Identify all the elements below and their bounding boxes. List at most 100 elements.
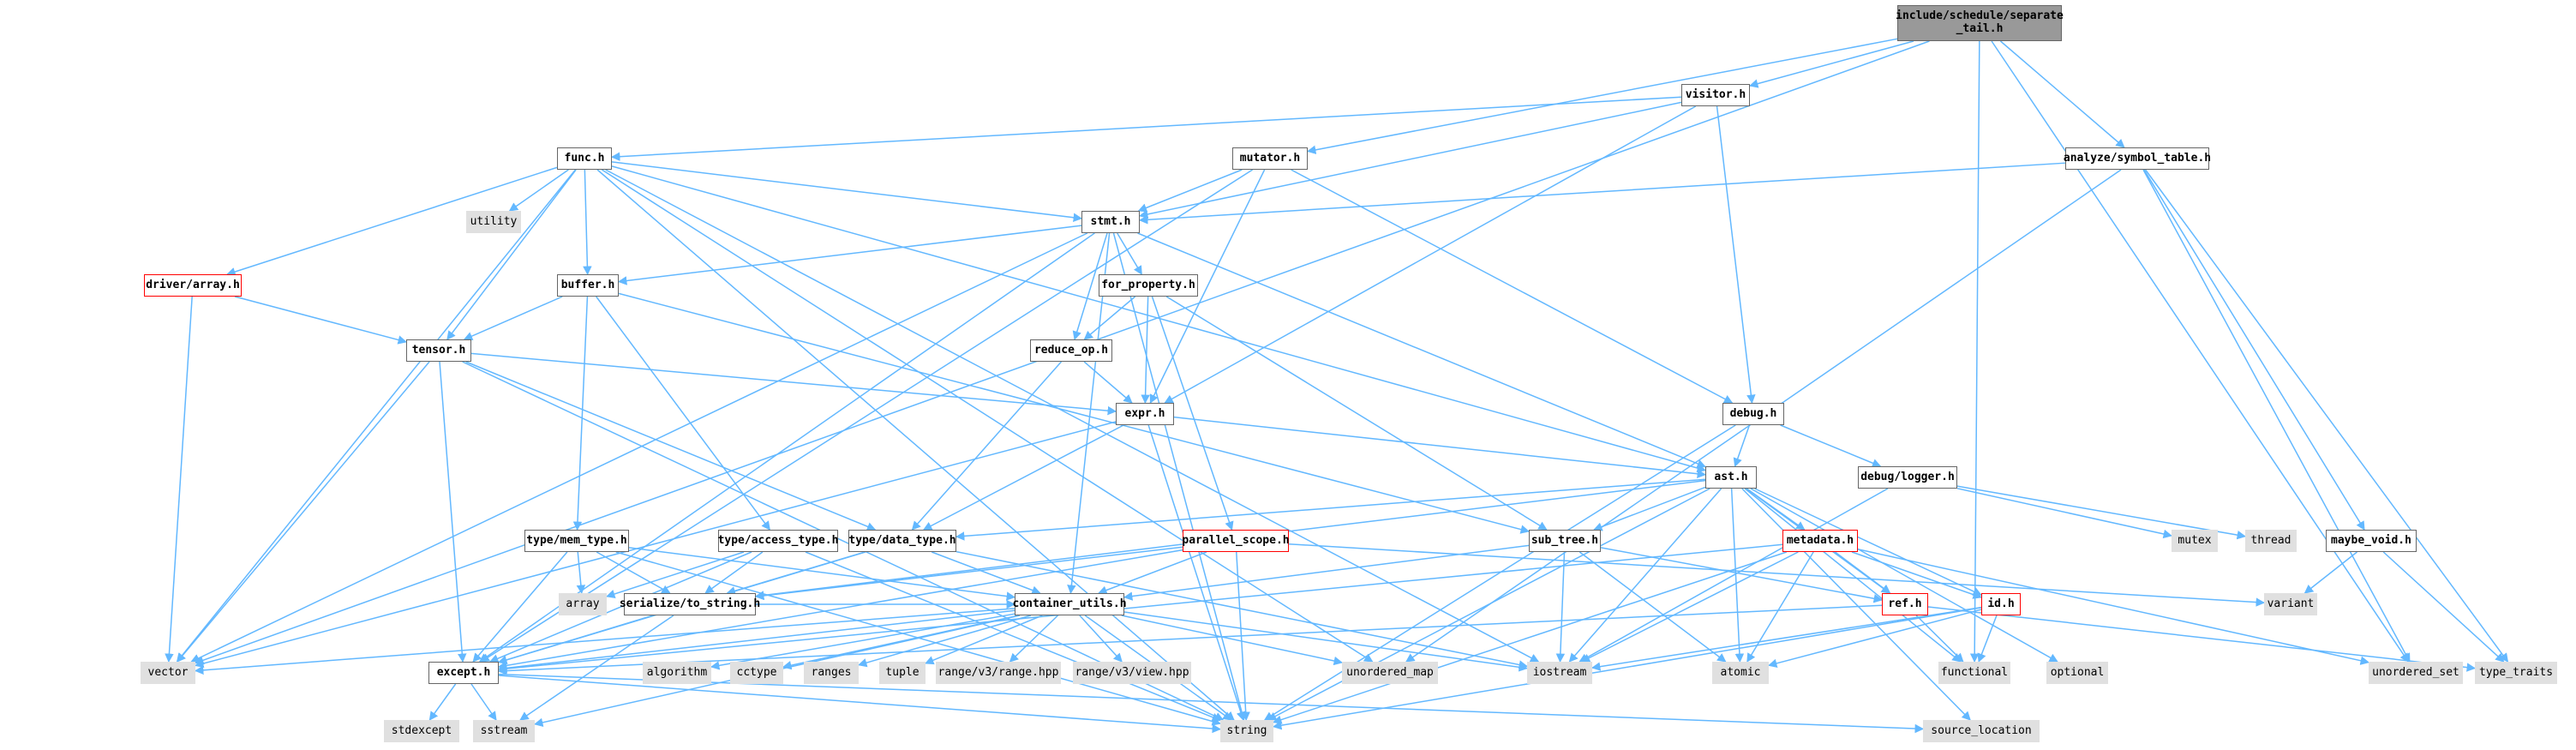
edge-func-to-stmt bbox=[611, 161, 1083, 222]
node-id[interactable]: id.h bbox=[1981, 593, 2021, 615]
node-type-data-type[interactable]: type/data_type.h bbox=[848, 530, 956, 552]
edge-debug-to-ast bbox=[1733, 424, 1751, 467]
edge-visitor-to-func bbox=[610, 96, 1682, 161]
node-utility[interactable]: utility bbox=[466, 211, 521, 233]
node-maybe-void[interactable]: maybe_void.h bbox=[2326, 530, 2417, 552]
node-range-v3-range[interactable]: range/v3/range.hpp bbox=[936, 662, 1061, 684]
edge-reduce_op-to-expr bbox=[1083, 361, 1133, 404]
edge-root-to-visitor bbox=[1748, 40, 1914, 88]
node-ref[interactable]: ref.h bbox=[1882, 593, 1928, 615]
node-type-access-type[interactable]: type/access_type.h bbox=[718, 530, 838, 552]
node-vector[interactable]: vector bbox=[141, 662, 195, 684]
edge-debug-to-debug_logger bbox=[1780, 424, 1882, 468]
edge-expr-to-type_data_type bbox=[922, 424, 1124, 531]
node-func[interactable]: func.h bbox=[557, 147, 612, 170]
node-debug-logger[interactable]: debug/logger.h bbox=[1858, 466, 1957, 489]
node-thread[interactable]: thread bbox=[2245, 530, 2297, 552]
node-iostream[interactable]: iostream bbox=[1527, 662, 1592, 684]
edge-root-to-unordered_set bbox=[1991, 40, 2409, 663]
edge-sub_tree-to-container_utils bbox=[1123, 544, 1530, 601]
edge-container_utils-to-iostream bbox=[1123, 611, 1529, 672]
node-cctype[interactable]: cctype bbox=[730, 662, 783, 684]
edge-id-to-iostream bbox=[1591, 606, 1982, 671]
edge-analyze-to-maybe_void bbox=[2143, 169, 2365, 531]
edge-buffer-to-sub_tree bbox=[618, 292, 1531, 534]
edge-debug_logger-to-thread bbox=[1956, 485, 2247, 540]
node-metadata[interactable]: metadata.h bbox=[1782, 530, 1858, 552]
node-unordered-set[interactable]: unordered_set bbox=[2369, 662, 2463, 684]
edge-ast-to-functional bbox=[1744, 488, 1962, 663]
node-sstream[interactable]: sstream bbox=[473, 720, 535, 742]
node-ranges[interactable]: ranges bbox=[804, 662, 859, 684]
edge-container_utils-to-ranges bbox=[857, 615, 1032, 668]
node-sub-tree[interactable]: sub_tree.h bbox=[1529, 530, 1601, 552]
node-reduce-op[interactable]: reduce_op.h bbox=[1030, 339, 1112, 362]
edge-buffer-to-tensor bbox=[463, 296, 563, 341]
edge-buffer-to-type_access_type bbox=[596, 296, 770, 531]
node-mutator[interactable]: mutator.h bbox=[1232, 147, 1308, 170]
node-source-location[interactable]: source_location bbox=[1923, 720, 2040, 742]
edge-ast-to-iostream bbox=[1568, 488, 1722, 663]
node-stmt[interactable]: stmt.h bbox=[1081, 211, 1140, 233]
edge-debug_logger-to-mutex bbox=[1956, 488, 2173, 539]
edge-type_access_type-to-serialize bbox=[704, 551, 764, 594]
edge-id-to-string bbox=[1272, 607, 1982, 730]
edge-ast-to-type_data_type bbox=[955, 478, 1706, 541]
node-driver-array[interactable]: driver/array.h bbox=[144, 274, 242, 297]
node-for-property[interactable]: for_property.h bbox=[1099, 274, 1198, 297]
edge-type_access_type-to-except bbox=[489, 551, 752, 663]
node-expr[interactable]: expr.h bbox=[1116, 403, 1174, 425]
edge-stmt-to-ast bbox=[1137, 232, 1706, 468]
node-tuple[interactable]: tuple bbox=[879, 662, 926, 684]
node-atomic[interactable]: atomic bbox=[1712, 662, 1769, 684]
node-except[interactable]: except.h bbox=[428, 662, 499, 684]
edge-ref-to-functional bbox=[1915, 615, 1964, 663]
node-string[interactable]: string bbox=[1220, 720, 1273, 742]
edge-metadata-to-except bbox=[497, 543, 1783, 674]
edge-metadata-to-atomic bbox=[1746, 551, 1814, 663]
node-array[interactable]: array bbox=[559, 593, 607, 615]
edge-stmt-to-buffer bbox=[617, 225, 1082, 285]
node-mutex[interactable]: mutex bbox=[2172, 530, 2218, 552]
edge-stmt-to-string bbox=[1112, 232, 1247, 722]
node-tensor[interactable]: tensor.h bbox=[406, 339, 471, 362]
node-stdexcept[interactable]: stdexcept bbox=[384, 720, 459, 742]
node-algorithm[interactable]: algorithm bbox=[643, 662, 711, 684]
edge-buffer-to-type_mem_type bbox=[572, 296, 589, 531]
edge-metadata-to-unordered_set bbox=[1857, 549, 2370, 665]
node-parallel-scope[interactable]: parallel_scope.h bbox=[1182, 530, 1290, 552]
edge-func-to-vector bbox=[176, 169, 577, 663]
edge-maybe_void-to-variant bbox=[2303, 551, 2357, 594]
edge-type_data_type-to-container_utils bbox=[931, 551, 1041, 595]
node-buffer[interactable]: buffer.h bbox=[557, 274, 619, 297]
edge-id-to-atomic bbox=[1767, 609, 1982, 668]
node-type-traits[interactable]: type_traits bbox=[2475, 662, 2557, 684]
edge-debug_logger-to-iostream bbox=[1579, 488, 1889, 663]
node-variant[interactable]: variant bbox=[2264, 593, 2317, 615]
node-optional[interactable]: optional bbox=[2046, 662, 2108, 684]
edge-type_access_type-to-array bbox=[606, 551, 745, 598]
edge-parallel_scope-to-container_utils bbox=[1098, 551, 1207, 595]
edge-reduce_op-to-type_data_type bbox=[911, 361, 1063, 531]
node-container-utils[interactable]: container_utils.h bbox=[1012, 593, 1127, 615]
edge-id-to-functional bbox=[1977, 615, 1998, 663]
edge-ast-to-id bbox=[1754, 488, 1982, 596]
dependency-edges bbox=[165, 38, 2509, 734]
node-type-mem-type[interactable]: type/mem_type.h bbox=[524, 530, 629, 552]
node-debug[interactable]: debug.h bbox=[1722, 403, 1784, 425]
node-analyze-symbol-table[interactable]: analyze/symbol_table.h bbox=[2064, 147, 2211, 170]
edge-analyze-to-stmt bbox=[1138, 162, 2066, 225]
node-visitor[interactable]: visitor.h bbox=[1681, 84, 1750, 106]
edge-visitor-to-stmt bbox=[1138, 101, 1682, 219]
edge-expr-to-string bbox=[1147, 424, 1245, 721]
node-range-v3-view[interactable]: range/v3/view.hpp bbox=[1073, 662, 1191, 684]
edge-ast-to-optional bbox=[1750, 488, 2058, 663]
edge-expr-to-ast bbox=[1173, 416, 1707, 478]
node-functional[interactable]: functional bbox=[1938, 662, 2010, 684]
node-serialize-to-string[interactable]: serialize/to_string.h bbox=[620, 593, 760, 615]
node-unordered-map[interactable]: unordered_map bbox=[1342, 662, 1438, 684]
node-root-separate-tail[interactable]: include/schedule/separate _tail.h bbox=[1896, 5, 2064, 41]
node-ast[interactable]: ast.h bbox=[1705, 466, 1757, 489]
edge-func-to-ast bbox=[611, 165, 1707, 473]
edge-sub_tree-to-iostream bbox=[1555, 551, 1566, 663]
